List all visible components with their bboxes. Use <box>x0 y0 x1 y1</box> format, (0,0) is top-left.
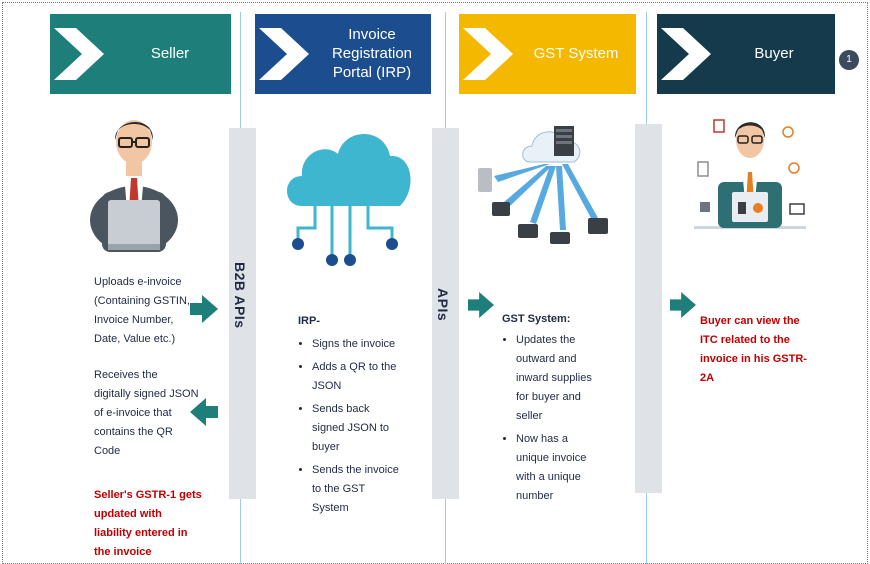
gst-step-list: Updates the outward and inward supplies … <box>502 331 622 506</box>
seller-header: Seller <box>50 14 231 94</box>
page-number-badge: 1 <box>839 50 859 70</box>
irp-header: Invoice Registration Portal (IRP) <box>255 14 431 94</box>
irp-steps: IRP- Signs the invoice Adds a QR to the … <box>298 312 428 522</box>
text-line: seller <box>516 410 543 422</box>
text-line: the invoice <box>94 546 152 558</box>
arrow-right-icon <box>468 292 494 318</box>
text-line: 2A <box>700 372 715 384</box>
text-line: Sends back <box>312 403 370 415</box>
buyer-title: Buyer <box>754 45 794 62</box>
text-line: signed JSON to <box>312 422 390 434</box>
buyer-itc-note: Buyer can view the ITC related to the in… <box>700 312 807 388</box>
apis-bar <box>432 128 459 499</box>
text-line: Adds a QR to the <box>312 361 397 373</box>
irp-title-line: Invoice <box>348 26 396 43</box>
text-line: of e-invoice that <box>94 407 172 419</box>
text-line: digitally signed JSON <box>94 388 199 400</box>
buyer-person-icon <box>694 119 806 229</box>
cloud-network-icon <box>287 134 411 266</box>
text-line: Seller's GSTR-1 gets <box>94 489 202 501</box>
text-line: Code <box>94 445 121 457</box>
list-item: Now has a unique invoice with a unique n… <box>516 430 622 506</box>
list-item: Updates the outward and inward supplies … <box>516 331 622 426</box>
list-item: Sends the invoice to the GST System <box>312 461 428 518</box>
buyer-bar <box>635 124 662 493</box>
gst-steps: GST System: Updates the outward and inwa… <box>502 310 622 510</box>
text-line: Buyer can view the <box>700 315 800 327</box>
text-line: unique invoice <box>516 452 587 464</box>
text-line: number <box>516 490 554 502</box>
text-line: outward and <box>516 353 577 365</box>
gst-chevron <box>459 14 636 94</box>
arrow-right-icon <box>190 295 218 323</box>
irp-heading: IRP- <box>298 315 320 327</box>
text-line: for buyer and <box>516 391 581 403</box>
buyer-chevron <box>657 14 835 94</box>
text-line: Signs the invoice <box>312 338 396 350</box>
irp-step-list: Signs the invoice Adds a QR to the JSON … <box>298 335 428 518</box>
irp-title-line: Portal (IRP) <box>332 64 412 81</box>
text-line: contains the QR <box>94 426 173 438</box>
text-line: ITC related to the <box>700 334 790 346</box>
gst-title: GST System <box>533 45 619 62</box>
server-network-icon <box>478 126 608 244</box>
text-line: Uploads e-invoice <box>94 276 182 288</box>
list-item: Signs the invoice <box>312 335 428 354</box>
text-line: JSON <box>312 380 342 392</box>
text-line: inward supplies <box>516 372 592 384</box>
arrow-left-icon <box>190 398 218 426</box>
seller-person-icon <box>90 120 178 252</box>
seller-title: Seller <box>150 45 190 62</box>
text-line: liability entered in <box>94 527 188 539</box>
irp-title-line: Registration <box>331 45 413 62</box>
seller-chevron <box>50 14 231 94</box>
text-line: with a unique <box>516 471 581 483</box>
text-line: (Containing GSTIN, <box>94 295 190 307</box>
text-line: Date, Value etc.) <box>94 333 176 345</box>
seller-receive-text: Receives the digitally signed JSON of e-… <box>94 366 199 461</box>
seller-gstr1-note: Seller's GSTR-1 gets updated with liabil… <box>94 486 202 562</box>
gst-header: GST System <box>459 14 636 94</box>
list-item: Adds a QR to the JSON <box>312 358 428 396</box>
buyer-header: Buyer <box>657 14 835 94</box>
text-line: System <box>312 502 349 514</box>
apis-label: APIs <box>435 288 451 322</box>
list-item: Sends back signed JSON to buyer <box>312 400 428 457</box>
text-line: Invoice Number, <box>94 314 174 326</box>
irp-chevron <box>255 14 431 94</box>
text-line: Sends the invoice <box>312 464 399 476</box>
text-line: Updates the <box>516 334 576 346</box>
arrow-right-icon <box>670 292 696 318</box>
seller-upload-text: Uploads e-invoice (Containing GSTIN, Inv… <box>94 273 190 349</box>
gst-heading: GST System: <box>502 313 571 325</box>
irp-title: Invoice Registration Portal (IRP) <box>317 25 427 82</box>
text-line: Now has a <box>516 433 568 445</box>
text-line: Receives the <box>94 369 158 381</box>
text-line: to the GST <box>312 483 366 495</box>
text-line: invoice in his GSTR- <box>700 353 807 365</box>
b2b-apis-label: B2B APIs <box>232 262 248 329</box>
text-line: buyer <box>312 441 340 453</box>
text-line: updated with <box>94 508 162 520</box>
b2b-apis-bar <box>229 128 256 499</box>
